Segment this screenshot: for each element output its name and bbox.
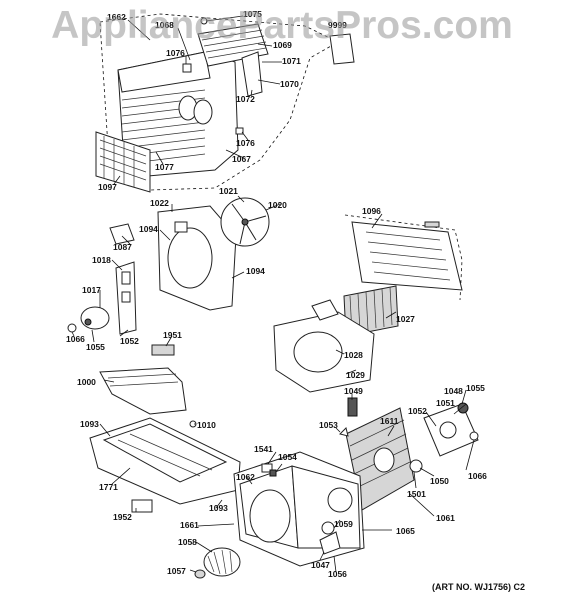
part-number: 1541 (254, 444, 273, 454)
part-number: 1087 (113, 242, 132, 252)
part-number: 1061 (436, 513, 455, 523)
part-number: 1017 (82, 285, 101, 295)
part-number: 1071 (282, 56, 301, 66)
part-number: 1067 (232, 154, 251, 164)
part-number: 1094 (246, 266, 265, 276)
part-number: 1052 (408, 406, 427, 416)
part-number: 1096 (362, 206, 381, 216)
part-number: 1093 (209, 503, 228, 513)
part-number: 1047 (311, 560, 330, 570)
part-number: 1065 (396, 526, 415, 536)
part-number: 1611 (380, 416, 399, 426)
part-number: 1020 (268, 200, 287, 210)
part-number: 1076 (166, 48, 185, 58)
part-number: 1027 (396, 314, 415, 324)
part-number: 1952 (113, 512, 132, 522)
part-number: 1093 (80, 419, 99, 429)
part-number: 1056 (328, 569, 347, 579)
part-number: 1050 (430, 476, 449, 486)
part-number: 1661 (180, 520, 199, 530)
part-number: 1097 (98, 182, 117, 192)
part-number: 1018 (92, 255, 111, 265)
art-number-label: (ART NO. WJ1756) C2 (432, 582, 526, 592)
part-number: 1077 (155, 162, 174, 172)
part-number: 1053 (319, 420, 338, 430)
part-number: 9999 (328, 20, 347, 30)
part-number: 1951 (163, 330, 182, 340)
part-number: 1010 (197, 420, 216, 430)
part-number: 1094 (139, 224, 158, 234)
part-number-labels: 1662 1068 1075 1069 9999 1076 1071 1070 … (66, 9, 487, 579)
part-number: 1066 (66, 334, 85, 344)
front-panel-assembly (95, 13, 355, 193)
coil-assembly (273, 214, 479, 511)
part-number: 1075 (243, 9, 262, 19)
blower-assembly (194, 451, 365, 579)
part-number: 1062 (236, 472, 255, 482)
part-number: 1022 (150, 198, 169, 208)
part-number: 1057 (167, 566, 186, 576)
part-number: 1055 (86, 342, 105, 352)
fan-shroud-assembly (67, 197, 270, 415)
part-number: 1068 (155, 20, 174, 30)
part-number: 1028 (344, 350, 363, 360)
part-number: 1055 (466, 383, 485, 393)
part-number: 1072 (236, 94, 255, 104)
leader-lines (71, 15, 475, 573)
part-number: 1049 (344, 386, 363, 396)
part-number: 1052 (120, 336, 139, 346)
part-number: 1059 (334, 519, 353, 529)
part-number: 1069 (273, 40, 292, 50)
part-number: 1054 (278, 452, 297, 462)
part-number: 1000 (77, 377, 96, 387)
part-number: 1076 (236, 138, 255, 148)
part-number: 1662 (107, 12, 126, 22)
part-number: 1021 (219, 186, 238, 196)
part-number: 1501 (407, 489, 426, 499)
part-number: 1771 (99, 482, 118, 492)
part-number: 1070 (280, 79, 299, 89)
part-number: 1058 (178, 537, 197, 547)
base-pan (89, 417, 241, 513)
part-number: 1029 (346, 370, 365, 380)
part-number: 1051 (436, 398, 455, 408)
part-number: 1048 (444, 386, 463, 396)
part-number: 1066 (468, 471, 487, 481)
